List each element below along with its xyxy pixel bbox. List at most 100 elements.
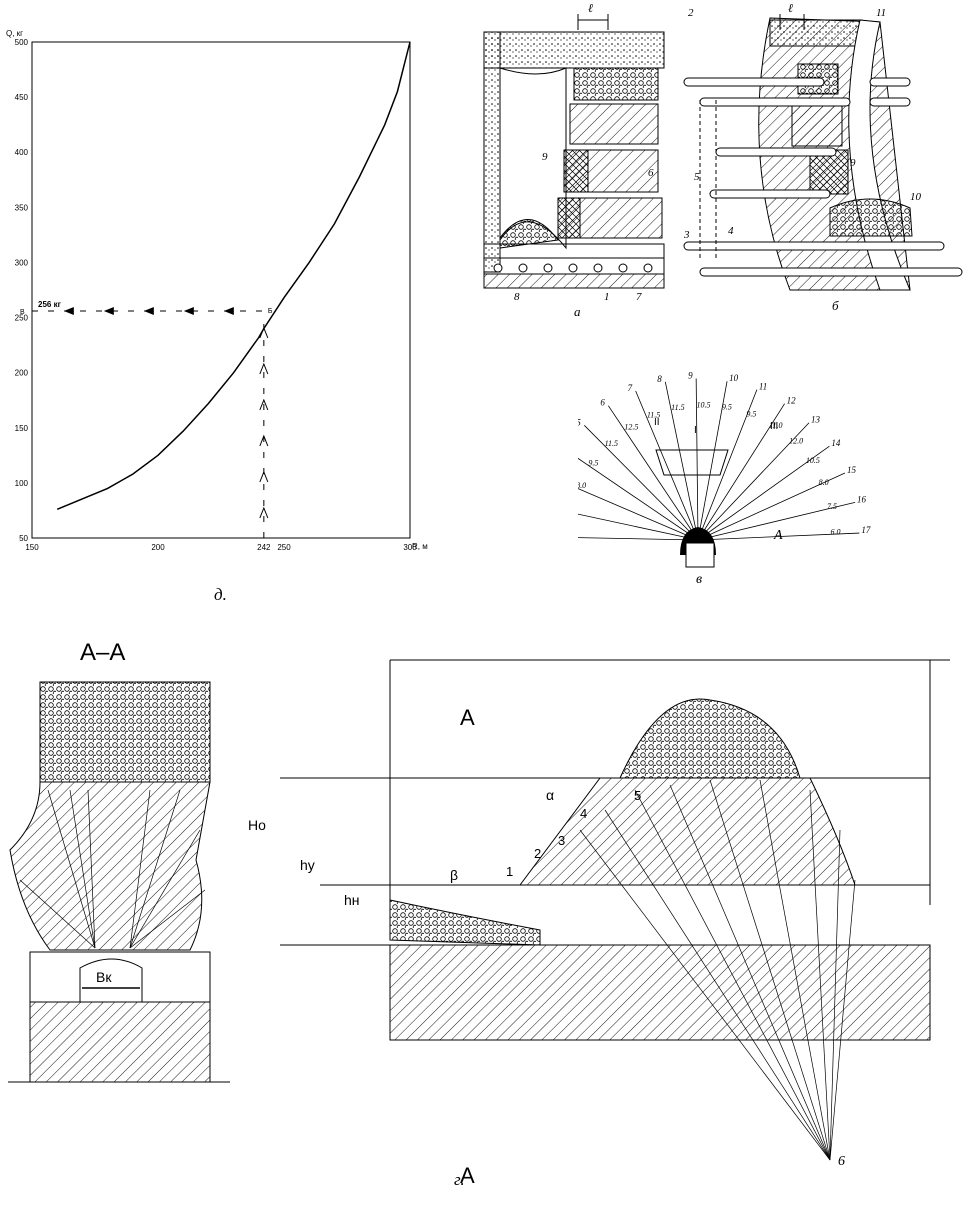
blast-hole-line bbox=[697, 501, 856, 541]
arrow-up-icon bbox=[259, 470, 269, 483]
hole-number: 11 bbox=[759, 382, 767, 392]
x-tick-label: 250 bbox=[277, 543, 291, 552]
hole-number: 16 bbox=[857, 494, 867, 504]
hole-number: 17 bbox=[861, 525, 871, 535]
svg-text:Hо: Hо bbox=[248, 817, 266, 833]
svg-text:11: 11 bbox=[876, 7, 886, 19]
svg-text:9: 9 bbox=[850, 157, 856, 169]
diagram-v: 17.027.538.049.5511.5612.5711.5811.5910.… bbox=[529, 335, 878, 590]
arrow-up-icon bbox=[259, 362, 269, 375]
svg-text:β: β bbox=[450, 867, 458, 883]
y-tick-label: 500 bbox=[15, 38, 29, 47]
x-tick-label: 150 bbox=[25, 543, 39, 552]
blast-hole-line bbox=[697, 532, 860, 541]
svg-text:9: 9 bbox=[542, 151, 548, 163]
x-tick-label: 200 bbox=[151, 543, 165, 552]
fan-hole-line bbox=[829, 879, 856, 1161]
y-axis-label: Q, кг bbox=[6, 29, 23, 38]
arrow-up-icon bbox=[259, 326, 269, 339]
arrow-left-icon bbox=[183, 306, 194, 315]
svg-text:A: A bbox=[460, 705, 475, 730]
blast-hole-line bbox=[697, 445, 830, 541]
hole-length: 11.5 bbox=[647, 411, 660, 420]
x-tick-label: 242 bbox=[257, 543, 271, 552]
y-tick-label: 150 bbox=[15, 424, 29, 433]
dim-l-b: ℓ bbox=[788, 1, 793, 15]
diagram-b: ℓ 2 11 5 3 4 9 10 б bbox=[680, 0, 966, 330]
svg-text:I: I bbox=[694, 425, 697, 436]
fan-hole-line bbox=[579, 829, 831, 1161]
arrow-up-icon bbox=[259, 506, 269, 519]
arrow-left-icon bbox=[103, 306, 114, 315]
hole-length: 6.0 bbox=[830, 527, 840, 536]
q-curve-line bbox=[56, 41, 411, 510]
hole-length: 12.0 bbox=[789, 437, 803, 446]
hole-number: 6 bbox=[600, 398, 605, 408]
blast-hole-line bbox=[584, 425, 699, 541]
x-axis-label: R, м bbox=[412, 542, 428, 551]
hole-length: 8.0 bbox=[819, 478, 829, 487]
fan-hole-line bbox=[709, 779, 831, 1161]
y-tick-label: 400 bbox=[15, 148, 29, 157]
svg-text:hн: hн bbox=[344, 892, 360, 908]
y-tick-label: 100 bbox=[15, 479, 29, 488]
svg-text:1: 1 bbox=[506, 864, 513, 879]
svg-text:4: 4 bbox=[580, 806, 587, 821]
svg-text:8: 8 bbox=[514, 291, 520, 303]
hole-length: 10.5 bbox=[696, 400, 710, 409]
hole-length: 8.0 bbox=[578, 481, 586, 490]
blast-hole-line bbox=[607, 405, 699, 541]
blast-hole-line bbox=[697, 422, 810, 541]
y-tick-label: 300 bbox=[15, 258, 29, 267]
fan-hole-line bbox=[634, 789, 831, 1161]
hole-number: 8 bbox=[657, 374, 662, 384]
caption-v: в bbox=[696, 572, 702, 587]
svg-text:4: 4 bbox=[728, 225, 734, 237]
point-label: Б bbox=[268, 308, 273, 315]
hole-number: 13 bbox=[811, 415, 821, 425]
arrow-left-icon bbox=[143, 306, 154, 315]
hole-number: 7 bbox=[628, 383, 633, 393]
svg-text:3: 3 bbox=[558, 833, 565, 848]
diagram-g: A A Hо hу hн β α 1 2 3 4 5 6 г. bbox=[240, 640, 966, 1205]
caption-b: б bbox=[832, 298, 839, 313]
y-tick-label: 250 bbox=[15, 314, 29, 323]
svg-text:7: 7 bbox=[636, 291, 642, 303]
fan-hole-line bbox=[669, 784, 831, 1161]
fan-hole-line bbox=[829, 829, 841, 1161]
arrow-left-icon bbox=[63, 306, 74, 315]
hole-length: 12.5 bbox=[624, 423, 638, 432]
hole-number: 14 bbox=[831, 438, 841, 448]
y-tick-label: 200 bbox=[15, 369, 29, 378]
blast-hole-line bbox=[664, 381, 699, 541]
svg-text:5: 5 bbox=[694, 171, 700, 183]
fan-hole-line bbox=[809, 789, 831, 1161]
svg-text:hу: hу bbox=[300, 857, 315, 873]
hole-number: 12 bbox=[787, 396, 797, 406]
svg-text:6: 6 bbox=[838, 1154, 845, 1169]
hole-number: 5 bbox=[578, 417, 581, 427]
caption-g: г. bbox=[454, 1170, 465, 1189]
blast-hole-line bbox=[697, 381, 728, 541]
svg-text:III: III bbox=[770, 421, 778, 432]
svg-text:10: 10 bbox=[910, 191, 922, 203]
blast-hole-line bbox=[697, 389, 758, 541]
hole-length: 11.5 bbox=[605, 439, 618, 448]
hole-length: 9.5 bbox=[746, 410, 756, 419]
svg-text:1: 1 bbox=[604, 291, 610, 303]
svg-text:6: 6 bbox=[648, 167, 654, 179]
hole-length: 9.5 bbox=[588, 458, 598, 467]
svg-text:2: 2 bbox=[688, 7, 694, 19]
svg-text:3: 3 bbox=[683, 229, 690, 241]
hole-length: 11.0 bbox=[769, 421, 782, 430]
section-title: A–A bbox=[80, 639, 125, 666]
svg-text:5: 5 bbox=[634, 788, 641, 803]
hole-length: 11.5 bbox=[671, 403, 684, 412]
hole-length: 7.5 bbox=[827, 502, 837, 511]
hole-number: 15 bbox=[847, 465, 857, 475]
y-tick-label: 50 bbox=[19, 534, 28, 543]
arrow-left-icon bbox=[223, 306, 234, 315]
y-tick-label: 350 bbox=[15, 203, 29, 212]
